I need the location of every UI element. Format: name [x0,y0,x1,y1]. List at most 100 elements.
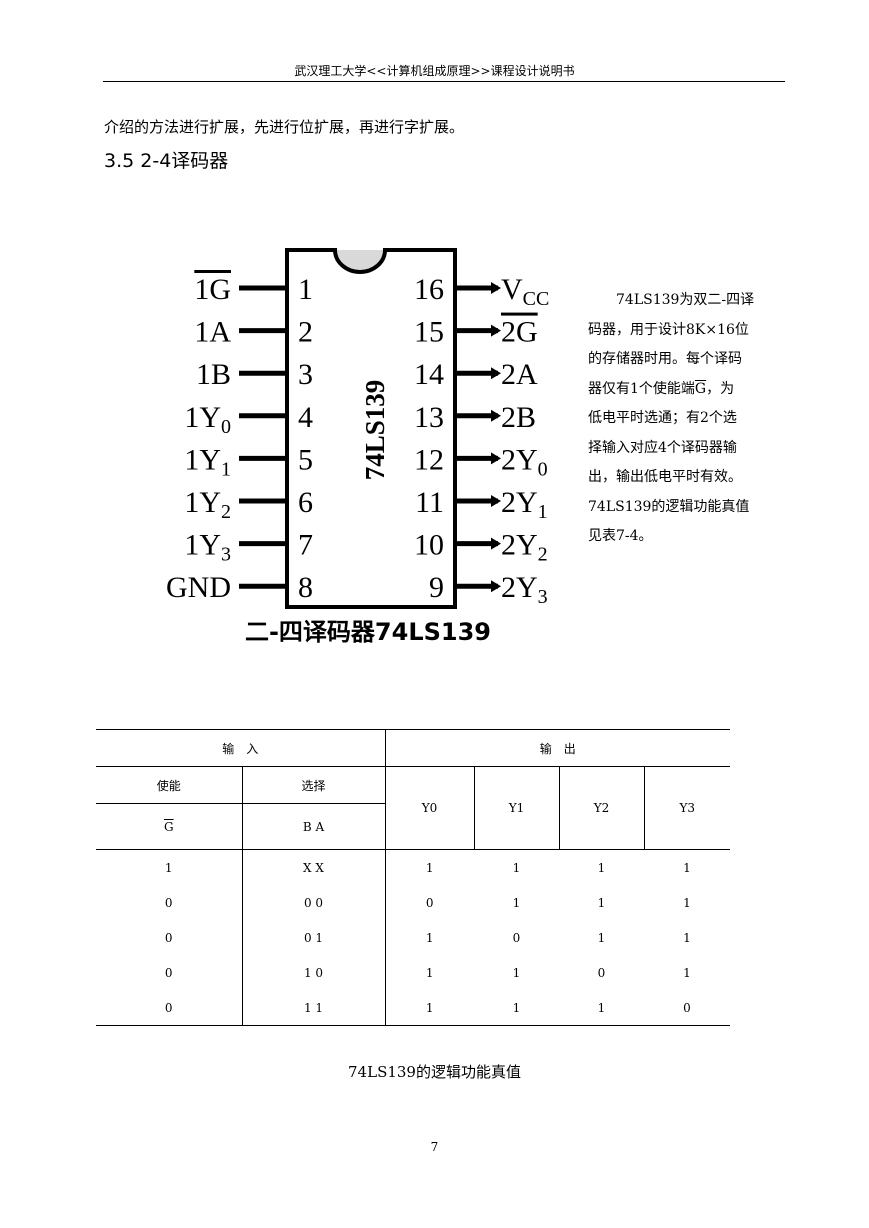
table-cell: 1 [683,965,691,980]
pin-label-text: 2B [501,401,536,434]
pin-number: 6 [298,486,313,519]
pin-number: 16 [414,273,444,306]
pin-label-text: 1Y [184,401,221,434]
pin-label: 1Y0 [184,401,231,438]
table-cell: 1 [597,860,606,875]
pin-label: 2B [501,401,536,434]
chip-body: 74LS139 [285,248,457,609]
pin-number: 2 [298,316,313,349]
table-cell: 0 [96,990,243,1026]
table-cell: 0 [425,895,434,910]
pin-number: 12 [414,443,444,476]
pin-label-text: 1G [194,273,231,306]
intro-paragraph: 介绍的方法进行扩展，先进行位扩展，再进行字扩展。 [104,118,465,136]
table-cell: 1 [425,860,434,875]
desc-line-8: 74LS139的逻辑功能真值 [588,498,750,515]
table-cell: 1 [512,860,521,875]
pin-label-subscript: 1 [221,458,231,480]
arrow-icon [491,580,501,593]
table-cell: 0 [96,955,243,990]
pin-label-subscript: 2 [221,501,231,523]
table-cell: 1 [597,930,606,945]
pin-label: 1Y3 [184,529,231,566]
chip-notch [335,250,385,272]
arrow-icon [491,495,501,507]
pin-label-text: 1Y [184,443,221,476]
header-y1: Y1 [474,766,560,850]
table-cell: 1 [559,990,644,1026]
table-cell: 1 1 [242,990,386,1026]
pin-label: 1Y1 [184,443,231,480]
header-y2: Y2 [559,766,645,850]
desc-line-3: 的存储器时用。每个译码 [588,351,742,367]
pin-number: 1 [298,273,313,306]
arrow-icon [491,537,501,550]
chip-caption: 二-四译码器74LS139 [245,618,491,646]
pin-number: 11 [415,486,444,519]
pin-label-text: 2Y [501,529,538,562]
pin-label-text: GND [166,571,231,604]
table-cell: 1 [385,990,474,1026]
section-heading: 3.5 2-4译码器 [104,150,229,172]
page-number: 7 [430,1140,439,1154]
table-cell: 1 [683,930,691,945]
pin-label-text: 2A [501,358,538,391]
desc-line-9: 见表7-4。 [588,528,653,544]
desc-line-6: 择输入对应4个译码器输 [588,439,737,456]
pin-label: 2G [501,316,538,349]
header-enable-symbol: G [96,803,243,850]
pin-label: 2Y3 [501,571,548,608]
pin-number: 9 [429,571,444,604]
arrow-icon [491,324,501,337]
pin-label-subscript: 0 [221,416,231,438]
header-y0: Y0 [385,766,475,850]
enable-g-bar: G [163,819,174,834]
pin-label-text: 1A [194,316,231,349]
table-cell: 0 0 [242,885,386,920]
table-cell: 1 [597,895,606,910]
header-y3: Y3 [644,766,730,850]
pin-number: 14 [414,358,444,391]
table-cell: 0 [597,965,606,980]
pin-label-text: 1Y [184,529,221,562]
table-cell: 1 [425,930,434,945]
chip-part-label: 74LS139 [360,380,390,481]
desc-line-4-pre: 器仅有1个使能端 [588,380,695,397]
pin-label-subscript: 0 [538,458,548,480]
header-output-group: 输 出 [385,729,730,767]
pin-number: 15 [414,316,444,349]
pin-label-subscript: 1 [538,501,548,523]
header-select: 选择 [242,766,386,804]
pin-number: 10 [414,529,444,562]
pin-label-text: V [501,273,523,306]
table-cell: 0 [96,885,243,920]
pin-label: 2Y0 [501,443,548,480]
header-enable: 使能 [96,766,243,804]
pin-label-text: 2G [501,316,538,349]
table-cell: 1 0 [242,955,386,990]
pin-label: GND [166,571,231,604]
pin-label-subscript: 2 [538,544,548,566]
desc-line-7: 出，输出低电平时有效。 [588,469,742,485]
header-title: 武汉理工大学<<计算机组成原理>>课程设计说明书 [294,64,575,78]
pin-label: 1A [194,316,231,349]
arrow-icon [491,452,501,465]
table-cell: X X [242,849,386,885]
pin-label-text: 2Y [501,443,538,476]
table-caption: 74LS139的逻辑功能真值 [348,1063,521,1081]
table-cell: 1 [425,965,434,980]
table-cell: 1 [474,990,559,1026]
table-cell: 1 [96,849,243,885]
table-cell: 0 1 [242,920,386,955]
pin-label-subscript: CC [523,288,550,310]
pin-number: 8 [298,571,313,604]
pin-number: 5 [298,443,313,476]
arrow-icon [491,409,501,422]
pin-label: 2Y1 [501,486,548,523]
